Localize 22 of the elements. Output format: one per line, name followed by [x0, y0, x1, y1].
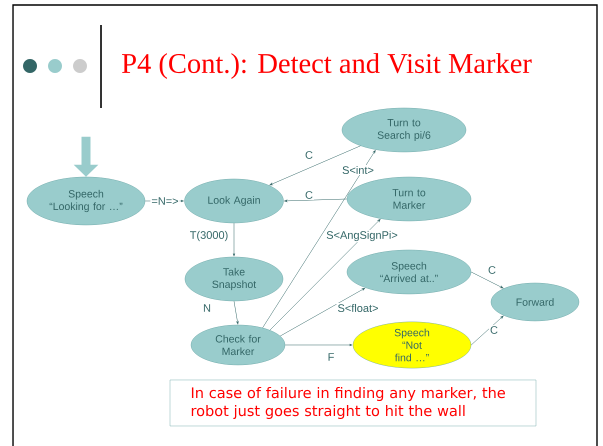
arrow: [232, 222, 236, 256]
edge-label: T(3000): [188, 230, 230, 242]
edge-label: C: [489, 325, 499, 335]
arrow: [470, 316, 504, 346]
edge-label: S<float>: [336, 302, 380, 314]
arrow: [262, 150, 376, 328]
arrow: [284, 198, 348, 202]
edge-label: S<AngSignPi>: [325, 230, 399, 242]
arrow: [234, 300, 239, 324]
note-box: In case of failure in finding any marker, the robot just goes straight to hit the wall: [170, 380, 536, 426]
edge-label: C: [487, 265, 497, 275]
arrow: [280, 288, 366, 336]
edge-label: F: [326, 352, 336, 362]
arrow: [270, 146, 361, 186]
edge-label: S<int>: [341, 164, 375, 176]
edge-label: C: [304, 190, 314, 200]
edge-label: N: [202, 303, 212, 313]
slide-title: P4 (Cont.): Detect and Visit Marker: [122, 53, 532, 79]
edge-label: C: [304, 150, 314, 160]
arrow: [470, 272, 504, 288]
arrow: [284, 344, 352, 346]
arrow: [270, 219, 380, 330]
